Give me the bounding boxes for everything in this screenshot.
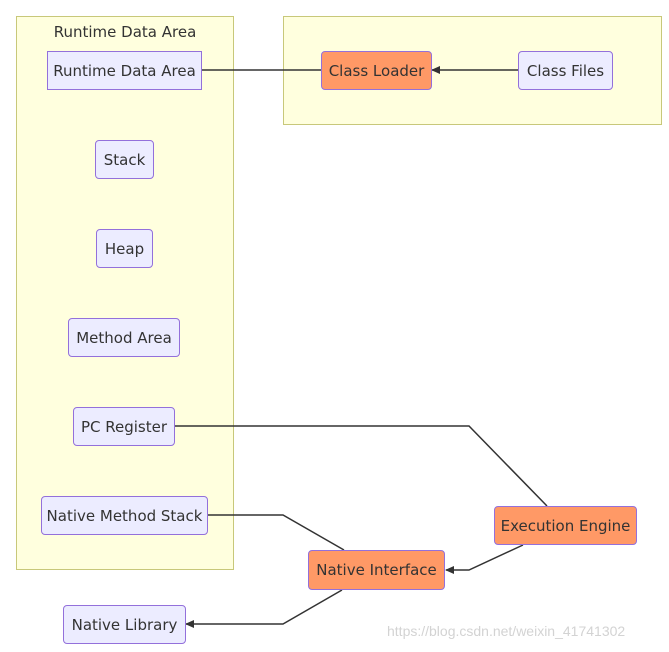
node-native-method-stack: Native Method Stack: [41, 496, 208, 535]
edge-native-interface-to-native-library: [185, 589, 343, 628]
edge-execution-engine-to-native-interface: [445, 544, 524, 574]
node-method-area: Method Area: [68, 318, 180, 357]
edge-pc-register-to-execution-engine: [175, 425, 548, 507]
node-runtime-data-area: Runtime Data Area: [47, 51, 202, 90]
node-native-library: Native Library: [63, 605, 186, 644]
watermark: https://blog.csdn.net/weixin_41741302: [387, 623, 626, 639]
node-pc-register: PC Register: [73, 407, 175, 446]
node-heap: Heap: [96, 229, 153, 268]
cluster-runtime-data-area: Runtime Data Area: [16, 16, 234, 570]
node-native-interface: Native Interface: [308, 550, 445, 590]
edge-native-method-stack-to-native-interface: [208, 514, 345, 551]
cluster-title: Runtime Data Area: [53, 23, 197, 41]
node-class-files: Class Files: [518, 51, 613, 90]
node-class-loader: Class Loader: [321, 51, 432, 90]
node-execution-engine: Execution Engine: [494, 506, 637, 545]
node-stack: Stack: [95, 140, 154, 179]
